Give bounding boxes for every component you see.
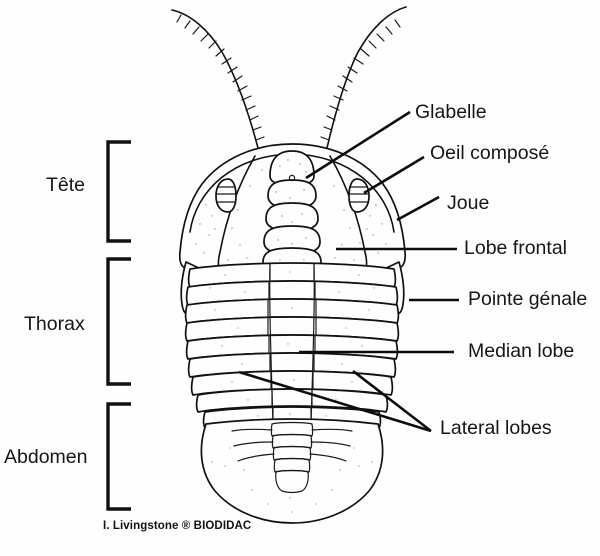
pygidium-group	[200, 418, 384, 524]
leader-oeil-compose	[363, 155, 425, 195]
facial-suture-left	[217, 155, 256, 270]
bracket-tete	[106, 140, 131, 243]
axial-lobe-boundary-left	[269, 263, 274, 425]
compound-eye-right-icon	[348, 178, 370, 213]
pygidium-pleural-furrow-left-2	[233, 441, 274, 447]
glabella-median-tubercle	[288, 174, 296, 182]
callout-label-joue: Joue	[447, 192, 490, 214]
antenna-right-icon	[326, 6, 407, 149]
region-label-tete: Tête	[46, 174, 86, 196]
pygidium-pleural-furrow-right-3	[309, 453, 347, 462]
region-label-thorax: Thorax	[24, 313, 85, 335]
pygidium-pleural-furrow-left-1	[231, 428, 273, 432]
antenna-right-segments	[320, 19, 401, 141]
leader-glabelle	[305, 110, 411, 180]
compound-eye-left-group	[215, 178, 237, 213]
credit-line: I. Livingstone ® BIODIDAC	[103, 520, 252, 532]
region-label-abdomen: Abdomen	[4, 446, 88, 468]
pygidium-axial-ring-4	[273, 457, 311, 473]
pygidium-pleural-furrow-right-1	[311, 428, 353, 432]
bracket-thorax	[106, 257, 131, 386]
pygidium-axial-ring-5	[275, 469, 309, 494]
thorax-segment	[187, 352, 397, 378]
callout-label-lobe-frontal: Lobe frontal	[464, 237, 567, 259]
facial-suture-right	[329, 155, 368, 270]
pygidium-stipple	[211, 447, 373, 513]
thorax-stipple	[209, 271, 375, 417]
callout-label-glabelle: Glabelle	[415, 101, 487, 123]
callout-label-oeil-compose: Oeil composé	[430, 142, 550, 164]
compound-eye-left-icon	[215, 178, 237, 213]
antenna-left-segments	[176, 14, 265, 141]
pygidium-axial-ring-1	[270, 421, 314, 437]
pygidium-axial-ring-3	[272, 445, 312, 461]
antenna-left-group	[171, 9, 265, 149]
thorax-group	[184, 262, 400, 429]
pygidium-pleural-furrow-left-3	[237, 453, 275, 462]
callout-label-pointe-genale: Pointe génale	[468, 288, 588, 310]
callout-label-lateral-lobes: Lateral lobes	[440, 417, 552, 439]
antenna-right-group	[320, 6, 407, 149]
pygidium-axial-ring-2	[271, 433, 313, 449]
bracket-abdomen	[106, 402, 131, 511]
glabella-stipple	[275, 159, 307, 265]
callout-label-median-lobe: Median lobe	[468, 340, 575, 362]
leader-joue	[396, 195, 440, 222]
axial-lobe-boundary-right	[310, 263, 315, 425]
glabella-group	[262, 150, 322, 271]
antenna-left-icon	[171, 9, 259, 149]
leader-lateral-lobes-left	[238, 370, 432, 433]
pygidium-pleural-furrow-right-2	[310, 441, 351, 447]
compound-eye-right-group	[348, 178, 370, 213]
eye-left-facets	[216, 186, 237, 203]
leader-lateral-lobes-right	[352, 369, 432, 433]
